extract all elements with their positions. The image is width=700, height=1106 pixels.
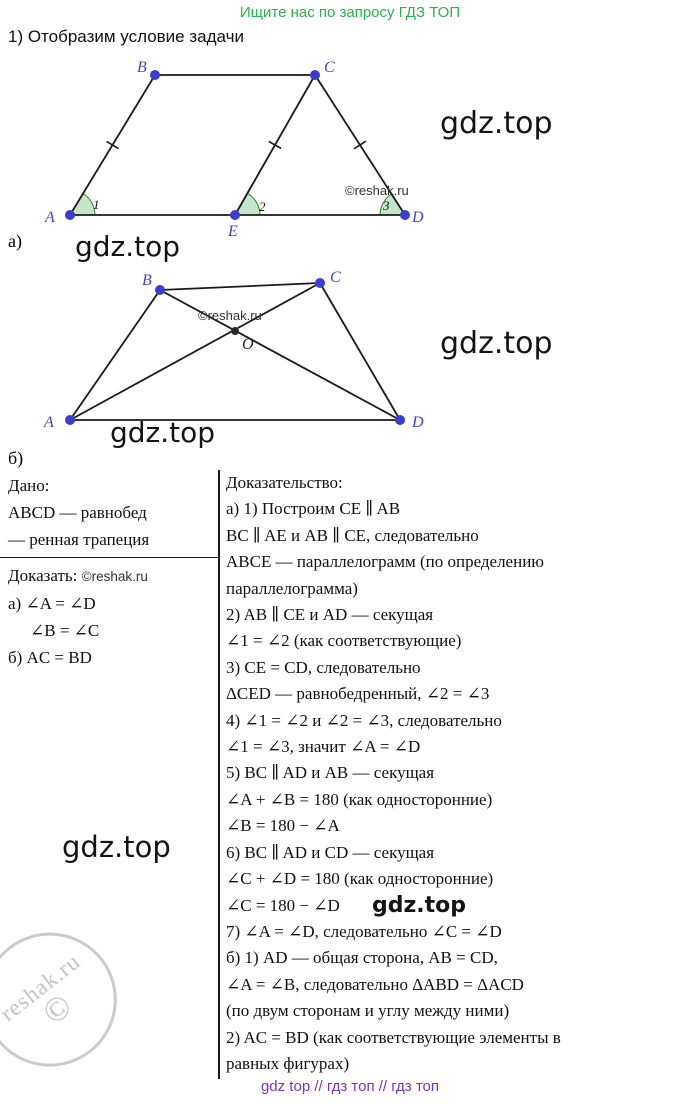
- edge-bc: [159, 282, 321, 291]
- reshak-watermark: ©reshak.ru: [81, 569, 148, 584]
- edge-cd: [319, 282, 401, 421]
- vertex-c-dot: [310, 70, 320, 80]
- proof-line: (по двум сторонам и углу между ними): [226, 1001, 510, 1021]
- vertex-a-label: A: [43, 414, 54, 431]
- vertex-c-dot: [315, 278, 325, 288]
- figure-a-label: а): [8, 231, 22, 252]
- proof-line: ∠A = ∠B, следовательно ΔABD = ΔACD: [226, 974, 524, 994]
- footer-links: gdz top // гдз топ // гдз топ: [260, 1078, 440, 1095]
- figure-b-label: б): [8, 448, 23, 469]
- vertex-c-label: C: [324, 59, 335, 76]
- stamp-circle: reshak.ru ©: [0, 905, 144, 1094]
- proof-line: ∠1 = ∠3, значит ∠A = ∠D: [226, 737, 421, 757]
- proof-line: 4) ∠1 = ∠2 и ∠2 = ∠3, следовательно: [226, 710, 502, 730]
- tick-ce: [268, 140, 282, 150]
- vertex-b-label: B: [137, 59, 147, 76]
- given-rule: [0, 557, 218, 558]
- proof-line: ∠C = 180 − ∠D: [226, 895, 340, 915]
- proof-line: 7) ∠A = ∠D, следовательно ∠C = ∠D: [226, 921, 502, 941]
- angle-3-label: 3: [382, 198, 390, 213]
- gdz-watermark: gdz.top: [440, 326, 553, 361]
- proof-line: 5) BC ∥ AD и AB — секущая: [226, 763, 435, 783]
- vertex-a-dot: [65, 210, 75, 220]
- given-line: — ренная трапеция: [8, 530, 150, 549]
- copyright-icon: ©: [35, 986, 80, 1033]
- tick-ab: [106, 140, 119, 150]
- tick-cd: [353, 140, 367, 150]
- diagonal-bd: [159, 289, 401, 421]
- given-title: Дано:: [8, 476, 50, 495]
- point-o-dot: [231, 327, 239, 335]
- prove-label-line: Доказать: ©reshak.ru: [8, 562, 212, 590]
- proof-line: ΔCED — равнобедренный, ∠2 = ∠3: [226, 684, 490, 704]
- proof-line: б) 1) AD — общая сторона, AB = CD,: [226, 948, 498, 968]
- proof-line: 2) AC = BD (как соответствующие элементы…: [226, 1027, 561, 1047]
- page-title: 1) Отобразим условие задачи: [8, 27, 244, 46]
- proof-line: ABCE — параллелограмм (по определению: [226, 552, 545, 572]
- proof-line: 2) AB ∥ CE и AD — секущая: [226, 605, 434, 625]
- angle-2-label: 2: [259, 199, 266, 214]
- proof-line: параллелограмма): [226, 578, 358, 598]
- gdz-watermark: gdz.top: [372, 893, 467, 918]
- prove-line: б) AC = BD: [8, 648, 92, 667]
- angle-1-label: 1: [93, 197, 100, 212]
- edge-ab: [69, 289, 161, 421]
- column-divider: [218, 470, 220, 1079]
- proof-line: ∠A + ∠B = 180 (как односторонние): [226, 789, 493, 809]
- proof-title: Доказательство:: [226, 473, 343, 492]
- vertex-e-dot: [230, 210, 240, 220]
- reshak-stamp-watermark: reshak.ru ©: [0, 896, 166, 1106]
- point-o-label: O: [242, 336, 254, 353]
- diagram-b: B C A D O ©reshak.ru gdz.top gdz.top б): [8, 270, 553, 469]
- reshak-watermark: ©reshak.ru: [345, 183, 409, 198]
- top-banner: Ищите нас по запросу ГДЗ ТОП: [239, 4, 461, 21]
- gdz-watermark: gdz.top: [62, 830, 171, 864]
- vertex-d-label: D: [411, 414, 424, 431]
- proof-line: ∠C + ∠D = 180 (как односторонние): [226, 869, 494, 889]
- proof-line: ∠B = 180 − ∠A: [226, 816, 340, 836]
- vertex-e-label: E: [227, 223, 238, 240]
- diagram-a: B C A E D 1 2 3 ©reshak.ru gdz.top gdz.t…: [8, 59, 553, 263]
- prove-label: Доказать:: [8, 566, 78, 585]
- vertex-d-dot: [400, 210, 410, 220]
- vertex-a-dot: [65, 415, 75, 425]
- vertex-b-label: B: [142, 272, 152, 289]
- vertex-b-dot: [150, 70, 160, 80]
- vertex-a-label: A: [44, 209, 55, 226]
- given-section: Дано: ABCD — равнобед — ренная трапеция …: [0, 472, 218, 671]
- proof-line: BC ∥ AE и AB ∥ CE, следовательно: [226, 525, 479, 545]
- vertex-c-label: C: [330, 270, 341, 286]
- given-line: ABCD — равнобед: [8, 503, 147, 522]
- gdz-watermark: gdz.top: [110, 416, 215, 449]
- gdz-watermark: gdz.top: [440, 106, 553, 141]
- proof-section: Доказательство: а) 1) Построим CE ∥ AB B…: [226, 470, 696, 1077]
- reshak-watermark: ©reshak.ru: [198, 308, 262, 323]
- gdz-watermark: gdz.top: [75, 230, 180, 263]
- proof-line: 6) BC ∥ AD и CD — секущая: [226, 842, 435, 862]
- vertex-d-label: D: [411, 209, 424, 226]
- prove-line: ∠B = ∠C: [30, 621, 100, 640]
- vertex-d-dot: [395, 415, 405, 425]
- proof-line: а) 1) Построим CE ∥ AB: [226, 499, 401, 519]
- proof-line: ∠1 = ∠2 (как соответствующие): [226, 631, 462, 651]
- proof-line: 3) CE = CD, следовательно: [226, 657, 421, 677]
- prove-line: а) ∠A = ∠D: [8, 594, 96, 613]
- proof-line: равных фигурах): [226, 1053, 350, 1073]
- diagonal-ac: [69, 282, 321, 421]
- vertex-b-dot: [155, 285, 165, 295]
